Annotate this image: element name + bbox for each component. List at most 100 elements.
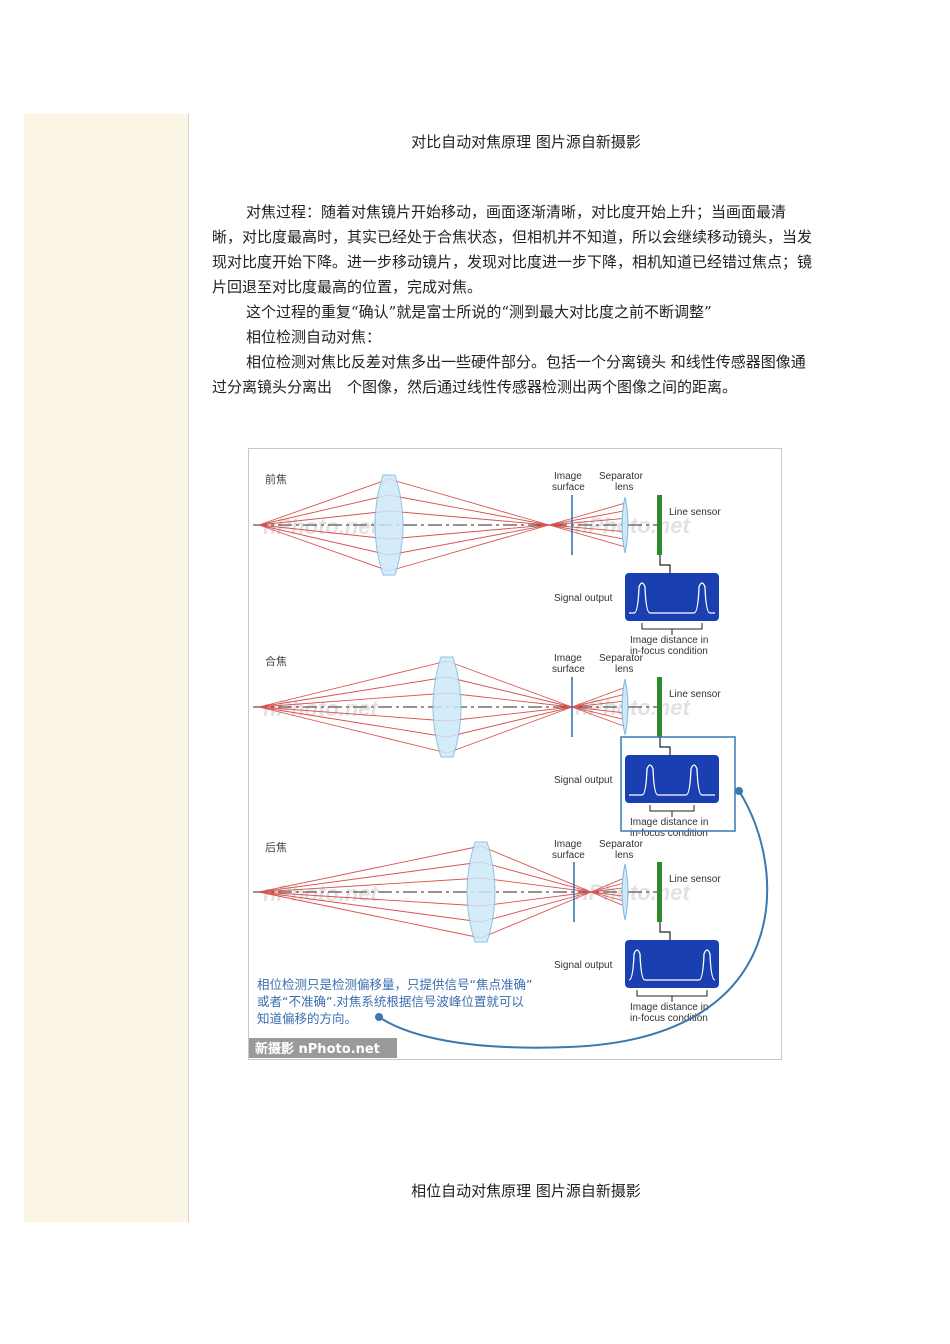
distance-bracket xyxy=(636,990,708,997)
credit-text: 新摄影 nPhoto.net xyxy=(255,1041,380,1057)
ray xyxy=(590,877,625,893)
paragraph-focus-process: 对焦过程：随着对焦镜片开始移动，画面逐渐清晰，对比度开始上升；当画面最清晰，对比… xyxy=(212,203,813,296)
image-surface-label: Image xyxy=(554,653,582,664)
separator-lens xyxy=(621,863,629,921)
ray xyxy=(258,524,390,556)
image-surface-label: Image xyxy=(554,839,582,850)
line-sensor xyxy=(657,677,662,737)
note-line-2: 或者“不准确”.对焦系统根据信号波峰位置就可以 xyxy=(257,994,524,1009)
ray xyxy=(258,845,482,893)
image-distance-label: in-focus condition xyxy=(630,1013,708,1024)
highlight-frame xyxy=(620,736,736,832)
ray xyxy=(258,660,448,708)
distance-bracket xyxy=(641,623,703,630)
separator-label: Separator xyxy=(599,471,644,482)
image-distance-label: Image distance in xyxy=(630,1002,708,1013)
ray xyxy=(388,478,550,526)
image-surface-label: surface xyxy=(552,482,585,493)
callout-curve xyxy=(378,790,769,1049)
image-distance-label: in-focus condition xyxy=(630,828,708,839)
paragraph-phase-heading: 相位检测自动对焦： xyxy=(246,328,382,346)
ray xyxy=(446,706,573,754)
ray xyxy=(388,510,550,526)
ray xyxy=(258,891,482,923)
ray xyxy=(571,706,625,727)
ray xyxy=(258,676,448,708)
image-surface-label: Image xyxy=(554,471,582,482)
ray xyxy=(446,692,573,708)
ray xyxy=(258,706,448,738)
separator-label: Separator xyxy=(599,653,644,664)
panel-label: 后焦 xyxy=(265,841,287,854)
ray xyxy=(480,877,592,893)
sensor-wire xyxy=(659,922,671,940)
line-sensor xyxy=(657,862,662,922)
signal-output-box xyxy=(625,940,719,988)
ray xyxy=(388,524,550,540)
line-sensor-label: Line sensor xyxy=(669,689,721,700)
ray xyxy=(258,877,482,893)
ray xyxy=(590,887,625,893)
ray xyxy=(446,706,573,738)
ray xyxy=(590,891,625,897)
ray xyxy=(258,524,390,572)
credit-bg xyxy=(249,1038,397,1058)
ray xyxy=(258,510,390,526)
ray xyxy=(258,706,448,722)
ray xyxy=(548,503,625,526)
ray xyxy=(548,524,625,533)
ray xyxy=(590,891,625,907)
ray xyxy=(258,706,448,754)
image-distance-label: in-focus condition xyxy=(630,646,708,657)
image-distance-label: Image distance in xyxy=(630,817,708,828)
paragraph-phase-detail: 相位检测对焦比反差对焦多出一些硬件部分。包括一个分离镜头 和线性传感器图像通过分… xyxy=(212,353,806,396)
image-surface-label: surface xyxy=(552,664,585,675)
line-sensor-label: Line sensor xyxy=(669,874,721,885)
ray xyxy=(480,891,592,907)
ray xyxy=(446,676,573,708)
separator-label: lens xyxy=(615,850,633,861)
ray xyxy=(480,891,592,939)
sensor-wire xyxy=(659,555,671,573)
line-sensor-label: Line sensor xyxy=(669,507,721,518)
caption-top: 对比自动对焦原理 图片源自新摄影 xyxy=(411,133,641,151)
ray xyxy=(548,517,625,526)
separator-label: lens xyxy=(615,664,633,675)
ray xyxy=(480,845,592,893)
separator-label: lens xyxy=(615,482,633,493)
ray xyxy=(548,524,625,540)
signal-output-label: Signal output xyxy=(554,960,613,971)
signal-output-box xyxy=(625,755,719,803)
ray xyxy=(258,891,482,907)
note-line-3: 知道偏移的方向。 xyxy=(257,1011,357,1026)
callout-dot-top xyxy=(735,787,743,795)
ray xyxy=(571,706,625,714)
paragraph-confirm: 这个过程的重复“确认”就是富士所说的“测到最大对比度之前不断调整” xyxy=(246,303,712,321)
focusing-lens xyxy=(466,841,496,943)
ray xyxy=(571,694,625,708)
sensor-wire xyxy=(659,737,671,755)
ray xyxy=(388,494,550,526)
ray xyxy=(590,891,625,902)
ray xyxy=(388,524,550,556)
separator-label: Separator xyxy=(599,839,644,850)
ray xyxy=(548,524,625,547)
panel-label: 合焦 xyxy=(265,654,287,668)
ray xyxy=(258,478,390,526)
ray xyxy=(388,524,550,572)
ray xyxy=(258,494,390,526)
ray xyxy=(480,891,592,923)
ray xyxy=(446,706,573,722)
ray xyxy=(258,692,448,708)
line-sensor xyxy=(657,495,662,555)
focusing-lens xyxy=(374,474,404,576)
callout-dot-bottom xyxy=(375,1013,383,1021)
signal-output-label: Signal output xyxy=(554,775,613,786)
ray xyxy=(258,891,482,939)
signal-output-box xyxy=(625,573,719,621)
distance-bracket xyxy=(649,805,695,812)
separator-lens xyxy=(621,496,629,554)
signal-waveform xyxy=(628,949,716,981)
